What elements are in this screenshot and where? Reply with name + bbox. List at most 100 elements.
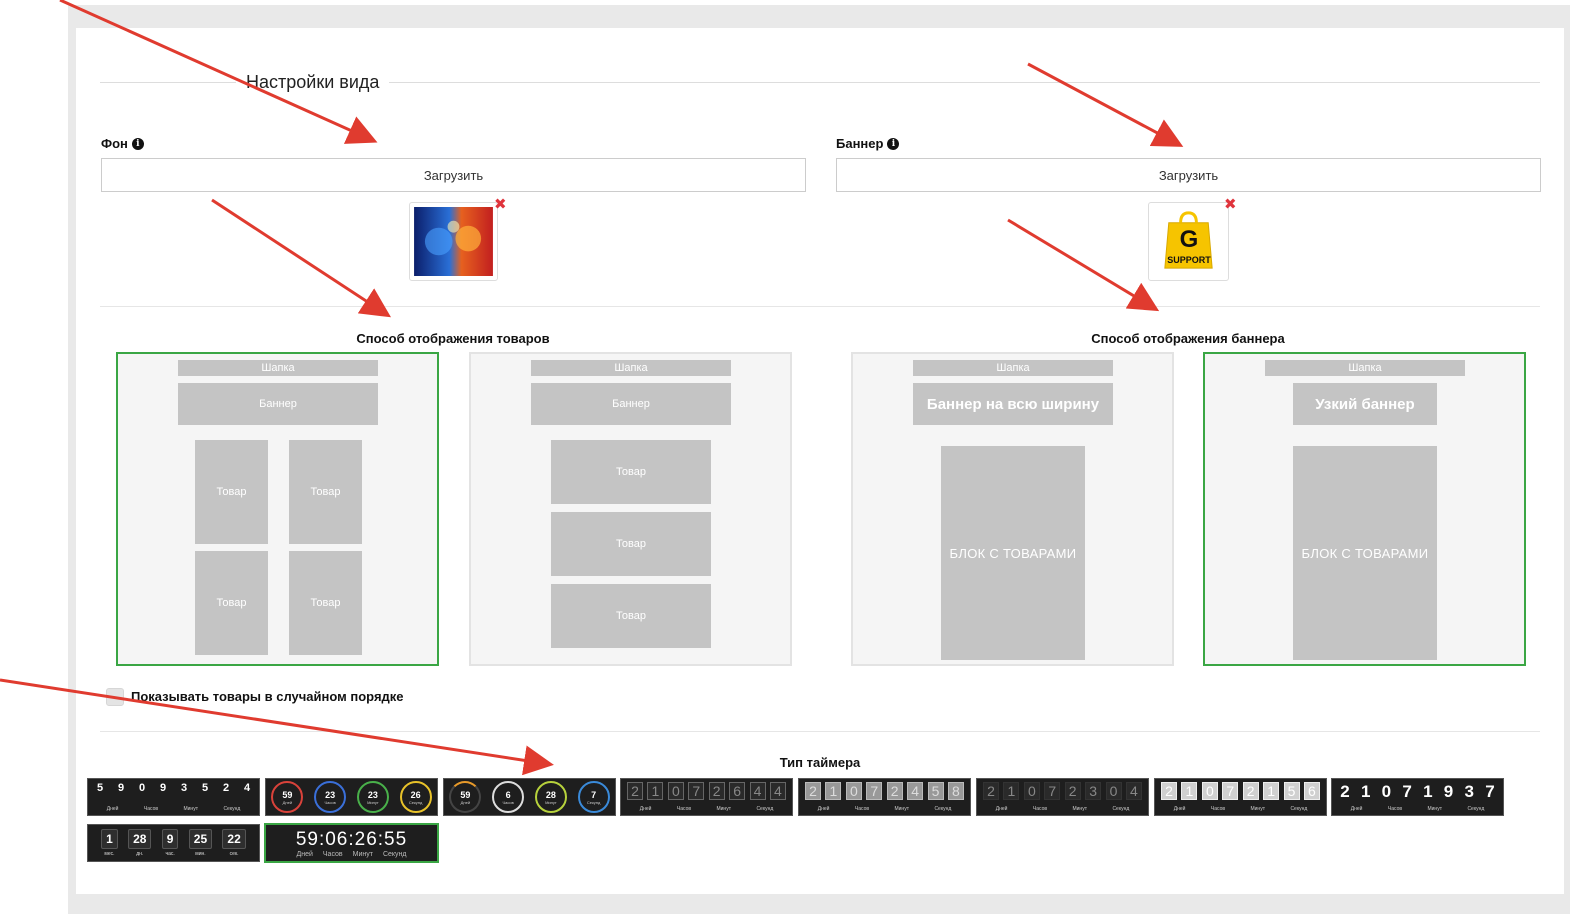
timer-digit: 7	[866, 782, 883, 800]
products-display-title: Способ отображения товаров	[356, 331, 550, 346]
timer-unit-label: Секунд	[1112, 806, 1130, 812]
timer-digit: 7	[1485, 782, 1495, 801]
timer-digit: 0	[845, 782, 862, 800]
timer-digit: 0	[138, 782, 146, 794]
banner-logo-letter: G	[1179, 226, 1199, 253]
timer-option-10[interactable]: 59:06:26:55 Дней Часов Минут Секунд	[264, 823, 439, 863]
timer-unit-label: Секунд	[382, 850, 407, 858]
timer-digit: 5	[96, 782, 104, 794]
timer-digit: 2	[1064, 782, 1081, 800]
section-divider	[100, 731, 1540, 732]
layout-product-block: Товар	[551, 440, 711, 504]
timer-option-4[interactable]: 2 1 0 7 2 6 4 4 Дней Часов Минут Секунд	[620, 778, 793, 816]
timer-unit-label: Дней	[817, 806, 830, 812]
info-icon[interactable]: i	[887, 137, 900, 150]
products-layout-grid-option[interactable]: Шапка Баннер Товар Товар Товар Товар	[116, 352, 439, 666]
timer-digit: 3	[1085, 782, 1102, 800]
timer-digit: 4	[1125, 782, 1142, 800]
timer-option-5[interactable]: 2 1 0 7 2 4 5 8 Дней Часов Минут Секунд	[798, 778, 971, 816]
banner-layout-narrow-option[interactable]: Шапка Узкий баннер БЛОК С ТОВАРАМИ	[1203, 352, 1526, 666]
legend-divider	[100, 82, 1540, 83]
timer-unit-label: Дней	[106, 806, 119, 812]
timer-unit-label: Часов	[1210, 806, 1226, 812]
timer-option-1[interactable]: 5 9 0 9 3 5 2 4 Дней Часов Минут Секунд	[87, 778, 260, 816]
timer-digit: 4	[907, 782, 924, 800]
timer-unit-label: Дней	[296, 850, 313, 858]
timer-unit-label: Дней	[1350, 806, 1363, 812]
info-icon[interactable]: i	[131, 137, 144, 150]
banner-logo-text: SUPPORT	[1167, 255, 1211, 265]
timer-unit-label: Часов	[322, 850, 343, 858]
layout-products-block: БЛОК С ТОВАРАМИ	[941, 446, 1085, 660]
layout-header-block: Шапка	[1265, 360, 1465, 376]
layout-product-block: Товар	[195, 440, 268, 544]
timer-digit: 1	[825, 782, 842, 800]
timer-unit-label: Минут	[352, 850, 373, 858]
timer-digit: 4	[749, 782, 766, 800]
background-upload-button[interactable]: Загрузить	[101, 158, 806, 192]
timer-digit: 0	[667, 782, 684, 800]
banner-logo-image	[1164, 211, 1213, 269]
timer-type-title: Тип таймера	[779, 755, 861, 770]
timer-unit-label: Часов	[676, 806, 692, 812]
background-remove-icon[interactable]: ✖	[494, 196, 507, 213]
timer-unit-label: Секунд	[1290, 806, 1308, 812]
timer-digit: 2	[886, 782, 903, 800]
timer-digit: 5	[201, 782, 209, 794]
banner-remove-icon[interactable]: ✖	[1224, 196, 1237, 213]
layout-narrow-banner-block: Узкий баннер	[1293, 383, 1437, 425]
timer-digit: 2	[1340, 782, 1350, 801]
timer-unit-label: Дней	[995, 806, 1008, 812]
layout-product-block: Товар	[551, 584, 711, 648]
timer-digit: 2	[627, 782, 643, 800]
timer-option-7[interactable]: 2 1 0 7 2 1 5 6 Дней Часов Минут Секунд	[1154, 778, 1327, 816]
timer-unit-label: Часов	[854, 806, 870, 812]
background-label-group: Фон i	[101, 136, 144, 151]
timer-unit-label: Минут	[1250, 806, 1265, 812]
timer-digit: 1	[647, 782, 664, 800]
banner-upload-button[interactable]: Загрузить	[836, 158, 1541, 192]
timer-digit: 9	[117, 782, 125, 794]
timer-digit: 1	[1003, 782, 1020, 800]
timer-digit: 0	[1201, 782, 1218, 800]
timer-unit-label: Минут	[894, 806, 909, 812]
timer-digit: 0	[1381, 782, 1392, 801]
banner-display-title: Способ отображения баннера	[1091, 331, 1285, 346]
timer-digit: 9	[159, 782, 167, 794]
timer-digit: 7	[688, 782, 705, 800]
layout-header-block: Шапка	[531, 360, 731, 376]
settings-title: Настройки вида	[236, 72, 390, 93]
random-order-checkbox[interactable]	[106, 688, 124, 706]
timer-option-8[interactable]: 2 1 0 7 1 9 3 7 Дней Часов Минут Секунд	[1331, 778, 1504, 816]
timer-digit: 1	[1181, 782, 1198, 800]
timer-digit: 8	[947, 782, 964, 800]
timer-unit-label: Минут	[1427, 806, 1442, 812]
timer-unit-label: Минут	[716, 806, 731, 812]
timer-unit-label: Минут	[1072, 806, 1087, 812]
timer-digit: 2	[1242, 782, 1259, 800]
banner-label: Баннер	[836, 136, 884, 151]
timer-unit-label: Дней	[639, 806, 652, 812]
timer-digit: 3	[180, 782, 188, 794]
banner-layout-full-width-option[interactable]: Шапка Баннер на всю ширину БЛОК С ТОВАРА…	[851, 352, 1174, 666]
products-layout-list-option[interactable]: Шапка Баннер Товар Товар Товар	[469, 352, 792, 666]
timer-digit: 2	[805, 782, 821, 800]
timer-option-6[interactable]: 2 1 0 7 2 3 0 4 Дней Часов Минут Секунд	[976, 778, 1149, 816]
timer-unit-label: Секунд	[223, 806, 241, 812]
layout-product-block: Товар	[551, 512, 711, 576]
background-label: Фон	[101, 136, 128, 151]
timer-digit: 9	[1443, 782, 1454, 801]
timer-digit: 4	[243, 782, 251, 794]
